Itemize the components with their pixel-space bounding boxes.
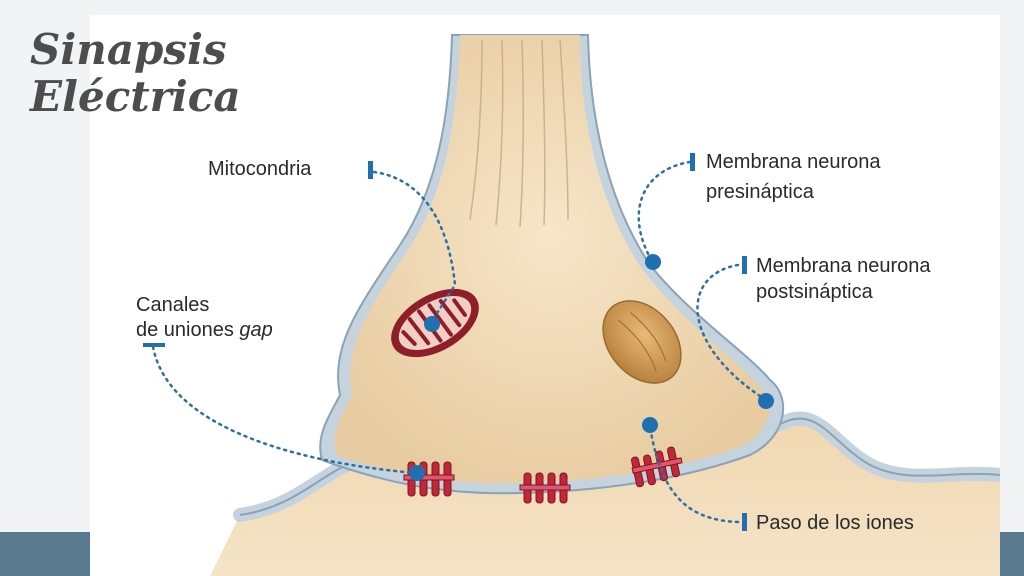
title-line-1: Sinapsis [30,25,227,74]
mitochondrion-right [602,300,682,384]
label-paso-iones: Paso de los iones [756,512,914,534]
axon-fibers [469,39,569,228]
leader-lines [151,160,768,524]
dot-paso-iones [642,417,658,433]
dot-membrana-pre [645,254,661,270]
gap-channel-2 [519,472,571,504]
leader-membrana-post [696,263,768,402]
label-canales-2-prefix: de uniones [136,319,239,341]
label-membrana-post-2: postsináptica [756,281,874,303]
label-membrana-pre-1: Membrana neurona [706,151,881,173]
label-markers [143,153,747,531]
label-membrana-post-1: Membrana neurona [756,255,931,277]
leader-paso-iones [648,425,740,524]
synapse-diagram: Mitocondria Membrana neurona presináptic… [136,34,1000,576]
label-mitocondria: Mitocondria [208,158,312,180]
leader-canales [151,345,418,475]
leader-dots [409,254,774,481]
gap-channel-3 [631,446,683,488]
leader-membrana-pre [637,160,692,263]
label-canales-2-italic: gap [239,319,272,341]
label-canales-1: Canales [136,294,209,316]
label-membrana-pre-2: presináptica [706,181,815,203]
gap-channel-1 [403,461,455,497]
gap-junction-channels [403,446,683,504]
title-line-2: Eléctrica [30,72,241,121]
dot-canales [409,465,425,481]
leader-mitocondria [372,170,457,323]
label-canales-2: de uniones gap [136,319,273,341]
dot-mitocondria [424,316,440,332]
page-title: Sinapsis Eléctrica [30,26,241,120]
dot-membrana-post [758,393,774,409]
